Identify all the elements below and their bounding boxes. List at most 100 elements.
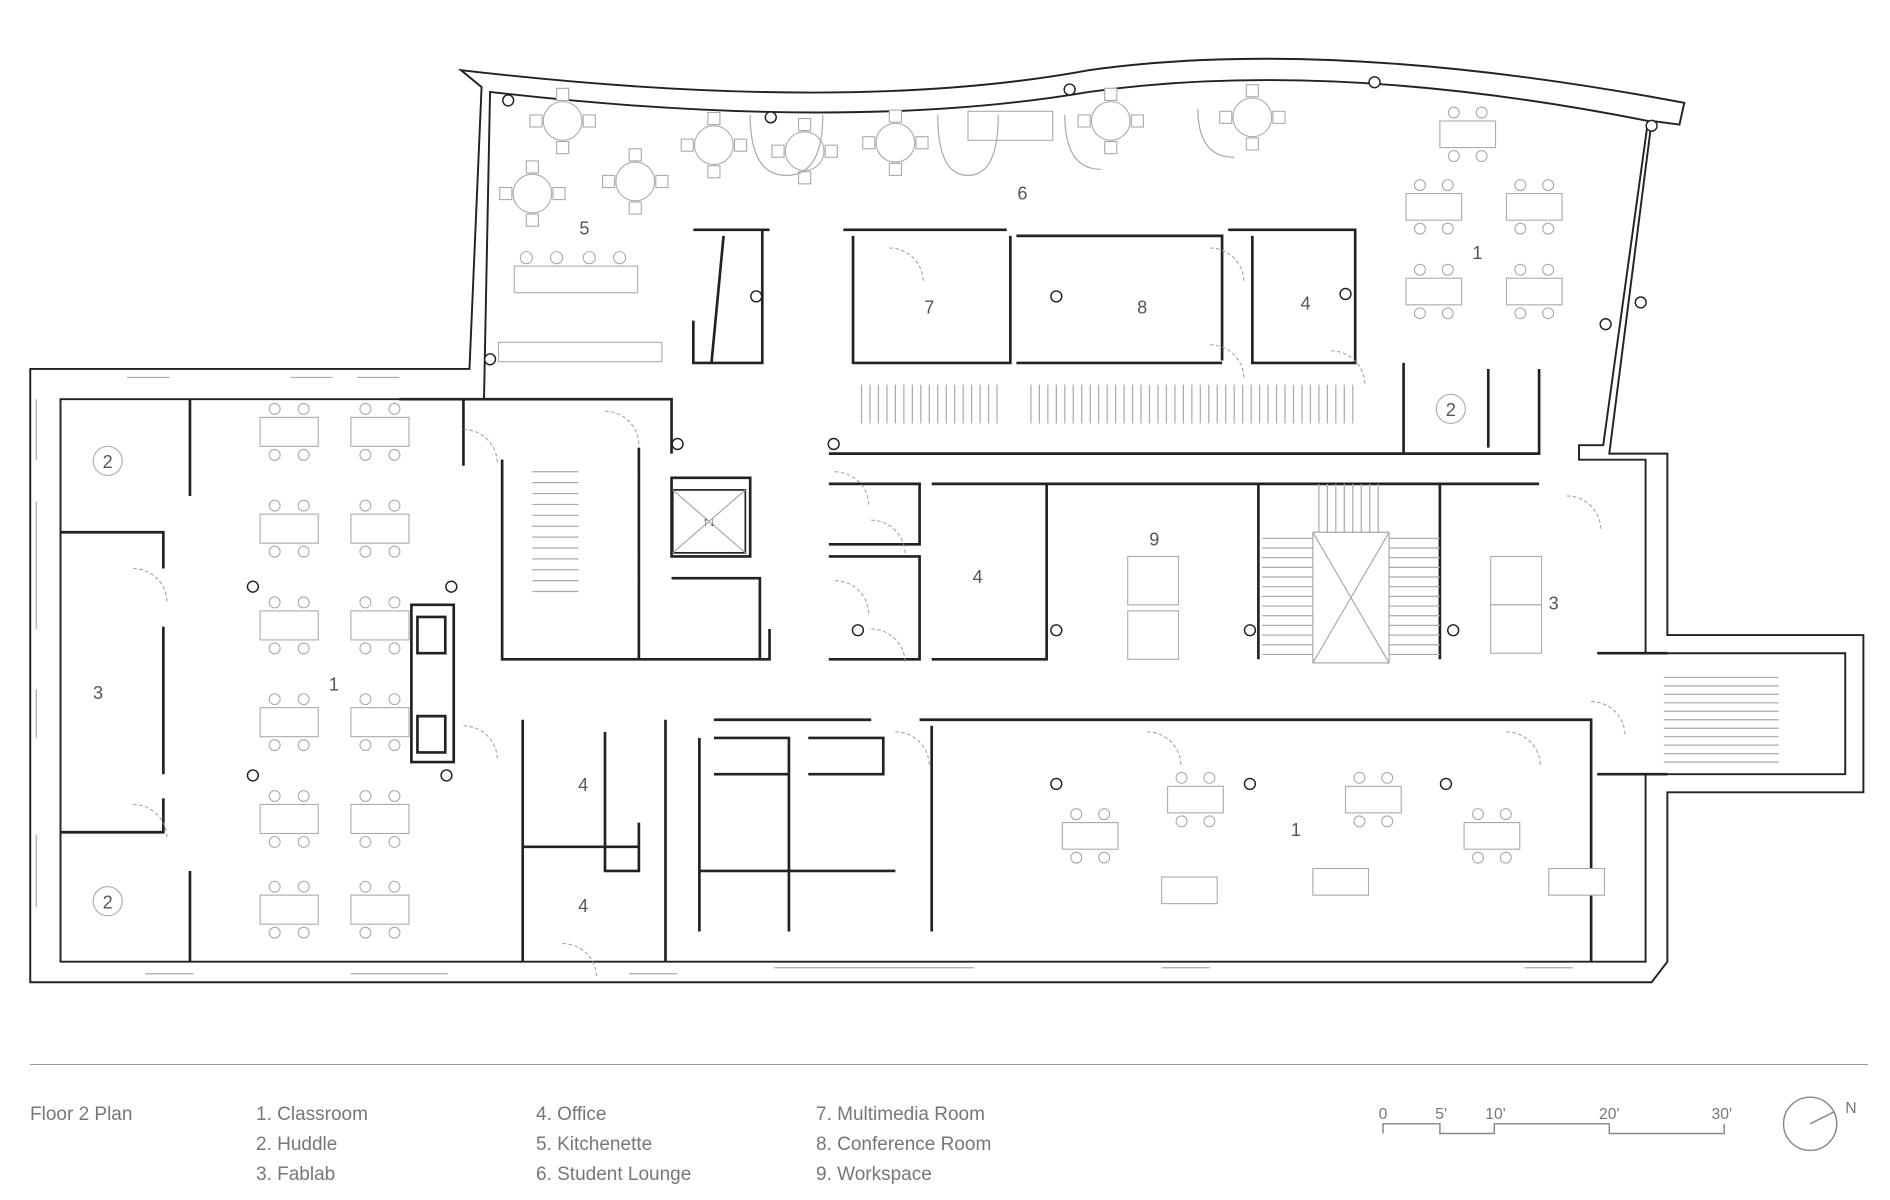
chair: [529, 114, 543, 128]
chair: [1098, 808, 1111, 821]
room-label-office: 4: [973, 567, 983, 587]
scale-tick: 20': [1599, 1106, 1620, 1123]
chair: [525, 213, 539, 227]
banquette: [749, 108, 1235, 177]
chair: [1472, 808, 1484, 821]
column: [1447, 624, 1460, 637]
chair: [268, 789, 281, 802]
chair: [798, 171, 812, 185]
chair: [297, 693, 310, 706]
chair: [1514, 222, 1527, 235]
chair: [1447, 106, 1460, 119]
chair: [388, 789, 401, 802]
round-table: [1090, 101, 1131, 141]
chair: [1514, 263, 1527, 276]
chair: [359, 789, 372, 802]
door-swing: [834, 580, 870, 615]
chair: [1245, 137, 1259, 151]
chair: [1542, 179, 1555, 192]
chair: [707, 165, 721, 179]
legend-item: 2. Huddle: [256, 1134, 338, 1155]
legend-column-3: 7. Multimedia Room 8. Conference Room 9.…: [816, 1100, 991, 1190]
chair: [1175, 771, 1188, 784]
chair: [297, 545, 310, 558]
chair: [388, 448, 401, 461]
chair: [297, 596, 310, 609]
stool: [612, 251, 627, 265]
chair: [798, 118, 812, 132]
legend-item: 8. Conference Room: [816, 1134, 992, 1155]
chair: [388, 926, 401, 939]
chair: [359, 642, 372, 655]
room-label-huddle: 2: [103, 452, 113, 472]
column: [1634, 296, 1647, 309]
table: [1061, 822, 1119, 850]
chair: [1413, 307, 1426, 320]
column: [445, 580, 458, 593]
column: [483, 353, 497, 366]
chair: [388, 835, 401, 848]
interior-walls: [60, 228, 1668, 962]
door-swing: [133, 803, 168, 839]
chair: [268, 499, 281, 512]
chair: [1104, 140, 1118, 155]
chair: [268, 739, 281, 752]
chair: [1514, 179, 1527, 192]
chair: [1203, 815, 1216, 828]
table: [350, 707, 410, 738]
chair: [1077, 114, 1091, 128]
room-label-kitchenette: 5: [579, 219, 589, 239]
room-label-multimedia: 7: [924, 297, 934, 317]
column: [1599, 318, 1612, 331]
plan-title: Floor 2 Plan: [30, 1104, 133, 1125]
chair: [1070, 851, 1083, 864]
chair: [1413, 263, 1426, 276]
workbench: [1490, 604, 1543, 654]
column: [1243, 624, 1257, 637]
door-swing: [1330, 350, 1366, 385]
column: [851, 624, 865, 637]
legend-item: 7. Multimedia Room: [816, 1104, 985, 1125]
stool: [519, 251, 533, 265]
chair: [268, 596, 281, 609]
column: [1368, 76, 1381, 89]
chair: [297, 926, 310, 939]
chair: [359, 596, 372, 609]
chair: [268, 402, 281, 415]
chair: [1441, 179, 1454, 192]
chair: [359, 880, 372, 893]
counter: [513, 265, 639, 294]
chair: [359, 739, 372, 752]
north-label: N: [1845, 1100, 1856, 1117]
table: [259, 610, 319, 641]
room-label-classroom: 1: [1291, 820, 1301, 840]
legend-divider: [30, 1064, 1868, 1065]
legend-item: 3. Fablab: [256, 1164, 336, 1185]
chair: [1104, 87, 1118, 101]
chair: [388, 739, 401, 752]
door-swing: [889, 247, 924, 282]
chair: [1441, 307, 1454, 320]
chair: [297, 499, 310, 512]
room-label-workspace: 9: [1149, 530, 1159, 550]
room-label-huddle: 2: [103, 892, 113, 912]
stair-landing: [1312, 531, 1390, 664]
chair: [824, 144, 838, 158]
stool: [549, 251, 564, 265]
chair: [268, 642, 281, 655]
table: [259, 803, 319, 835]
chair: [359, 693, 372, 706]
column: [1243, 777, 1257, 791]
chair: [388, 402, 401, 415]
door-swing: [1209, 247, 1245, 282]
desk: [1161, 876, 1218, 905]
round-table: [615, 161, 656, 202]
column: [502, 94, 515, 107]
room-label-classroom: 1: [1472, 243, 1482, 263]
table: [259, 707, 319, 738]
door-swing: [463, 725, 498, 760]
door-swing: [562, 943, 598, 978]
chair: [556, 87, 570, 101]
chair: [915, 136, 929, 150]
door-swing: [463, 428, 498, 464]
